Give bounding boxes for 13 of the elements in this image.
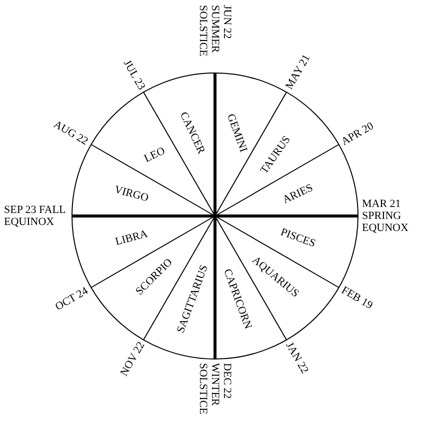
date-label: JUN 22 SUMMER SOLSTICE [197, 5, 233, 58]
zodiac-sign-label: VIRGO [113, 183, 150, 204]
date-label: APR 20 [339, 120, 376, 148]
zodiac-sign-label: PISCES [279, 226, 318, 250]
date-label: DEC 22 WINTER SOLSTICE [197, 363, 233, 416]
date-label: AUG 22 [52, 118, 90, 148]
date-label: JUL 23 [120, 58, 147, 92]
date-label: OCT 24 [53, 284, 90, 313]
date-label: SEP 23 FALL EQUINOX [4, 204, 66, 228]
zodiac-sign-label: LIBRA [114, 228, 150, 248]
date-label: MAR 21 SPRING EQUNOX [362, 198, 410, 234]
zodiac-sign-label: LEO [142, 145, 167, 166]
date-label: FEB 19 [339, 284, 375, 312]
